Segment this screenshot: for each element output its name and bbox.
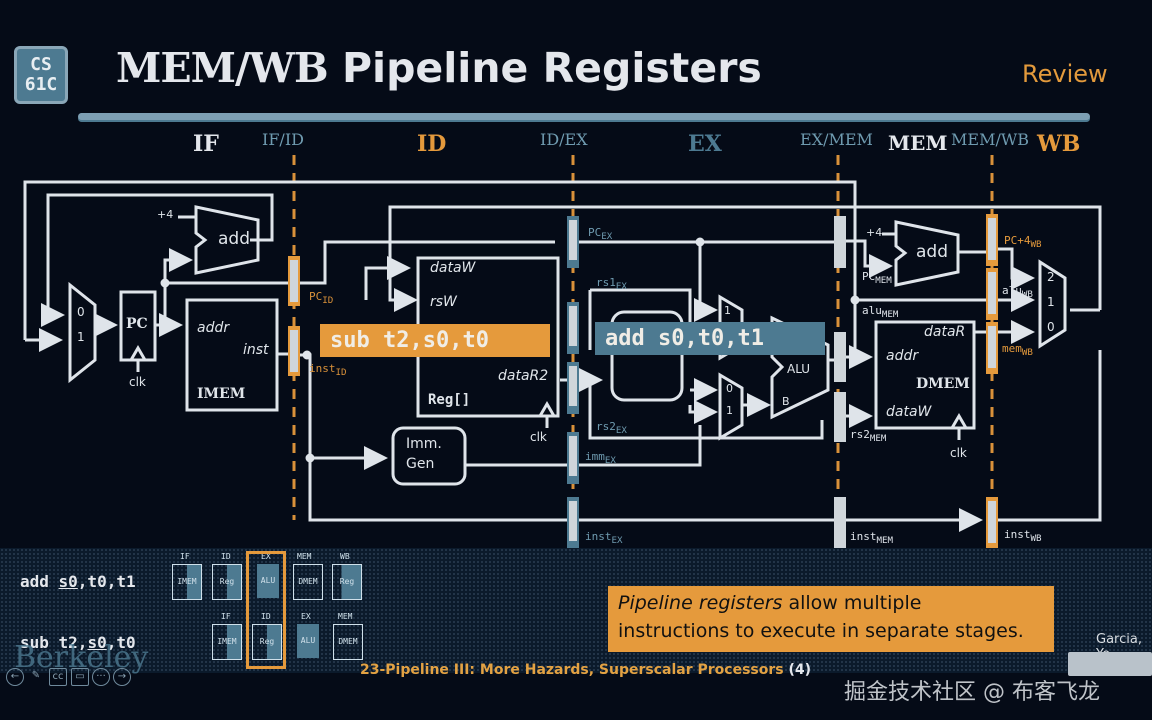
alu-b-label: B — [782, 395, 790, 408]
mem-clk-label: clk — [950, 446, 967, 460]
cs61c-logo: CS 61C — [14, 46, 68, 104]
wb-loop-wire — [388, 205, 1102, 312]
captions-icon[interactable]: cc — [49, 668, 67, 686]
dmem-addr-label: addr — [886, 348, 919, 364]
explanation-note: Pipeline registers allow multiple instru… — [608, 586, 1054, 652]
if-adder — [194, 205, 260, 275]
rs2-mem-label: rs2MEM — [850, 428, 887, 445]
pc-mem-label: PCMEM — [862, 270, 892, 287]
plreg-ex-mem: EX/MEM — [800, 130, 873, 149]
plreg-mem-wb: MEM/WB — [951, 130, 1030, 149]
ex-mem-alu-reg — [834, 332, 846, 382]
pen-icon[interactable]: ✎ — [31, 670, 41, 681]
title-rule — [78, 113, 1090, 120]
cc-license-badge — [1068, 652, 1152, 676]
rs1-ex-label: rs1EX — [596, 276, 627, 293]
wb-mux — [1038, 259, 1067, 349]
mem-add-label: add — [916, 242, 948, 262]
stage-ex: EX — [688, 131, 722, 157]
rs2-ex-label: rs2EX — [596, 420, 627, 437]
wb-mux-in2: 2 — [1047, 270, 1055, 284]
ex-mem-rs2-reg — [834, 392, 846, 442]
ex-mux-b — [718, 372, 744, 441]
dmem — [874, 320, 976, 430]
lecture-footer: 23-Pipeline III: More Hazards, Superscal… — [360, 662, 812, 678]
mem-adder — [894, 220, 960, 287]
asm-sub: sub t2,s0,t0 — [20, 633, 136, 652]
pipeline-register-bars — [288, 214, 998, 549]
ex-stage-instruction: add s0,t0,t1 — [595, 322, 825, 355]
if-clk-label: clk — [129, 375, 146, 389]
review-tag: Review — [1022, 60, 1108, 88]
ex-mem-inst-reg — [834, 497, 846, 549]
pc4-wb-label: PC+4WB — [1004, 234, 1042, 251]
if-mux-in1: 1 — [77, 330, 85, 344]
branch-loop-wire — [23, 180, 857, 340]
regfile-datar2-label: dataR2 — [498, 368, 549, 384]
plreg-if-id: IF/ID — [262, 130, 304, 149]
prev-slide-icon[interactable]: ← — [6, 668, 24, 686]
mem-wb-label: memWB — [1002, 342, 1033, 359]
watermark: 掘金技术社区 @ 布客飞龙 — [844, 680, 1100, 705]
pc-id-label: PCID — [309, 290, 334, 307]
ex-mux-b-in0: 0 — [726, 382, 733, 395]
ex-mux-b-in1: 1 — [726, 404, 733, 417]
logo-line1: CS — [30, 54, 52, 75]
imem-inst-label: inst — [243, 342, 269, 358]
dmem-datar-label: dataR — [924, 324, 966, 340]
stage-mem: MEM — [888, 131, 948, 155]
alu-wb-label: aluWB — [1002, 284, 1033, 301]
next-slide-icon[interactable]: → — [113, 668, 131, 686]
pc-ex-label: PCEX — [588, 226, 613, 243]
pc-label: PC — [126, 316, 148, 332]
dmem-dataw-label: dataW — [886, 404, 932, 420]
stage-if: IF — [193, 131, 219, 157]
dmem-label: DMEM — [916, 376, 970, 392]
title-mono: MEM/WB — [116, 44, 329, 92]
asm-add: add s0,t0,t1 — [20, 572, 136, 591]
screen-icon[interactable]: ▭ — [71, 668, 89, 686]
if-add-label: add — [218, 229, 250, 249]
alu — [770, 315, 830, 420]
pc4-loop-wire — [46, 193, 274, 315]
pc-mux — [68, 281, 97, 384]
title-rest: Pipeline Registers — [327, 44, 762, 92]
ex-mux-a-in1: 1 — [724, 304, 731, 317]
imem-label: IMEM — [197, 386, 246, 402]
logo-line2: 61C — [24, 74, 58, 95]
id-stage-instruction: sub t2,s0,t0 — [320, 324, 550, 357]
mem-plus4-label: +4 — [866, 226, 883, 239]
regfile-label: Reg[] — [428, 392, 471, 408]
if-mux-in0: 0 — [77, 305, 85, 319]
imem-addr-label: addr — [197, 320, 230, 336]
stage-wb: WB — [1037, 131, 1081, 157]
stage-id: ID — [417, 131, 447, 157]
inst-ex-label: instEX — [585, 530, 623, 547]
slide-title: MEM/WB Pipeline Registers — [116, 44, 762, 92]
if-plus4-label: +4 — [157, 208, 174, 221]
imm-ex-label: immEX — [585, 450, 616, 467]
wb-mux-in1: 1 — [1047, 295, 1055, 309]
ex-id-highlight-box — [246, 551, 286, 669]
imm-gen-line2: Gen — [406, 456, 435, 472]
imm-gen-line1: Imm. — [406, 436, 442, 452]
ex-mem-pc-reg — [834, 216, 846, 268]
plreg-id-ex: ID/EX — [540, 130, 588, 149]
inst-id-label: instID — [309, 362, 347, 379]
wb-mux-in0: 0 — [1047, 320, 1055, 334]
regfile-dataw-label: dataW — [430, 260, 476, 276]
more-options-icon[interactable]: ··· — [92, 668, 110, 686]
inst-mem-label: instMEM — [850, 530, 894, 547]
imm-gen — [391, 426, 467, 486]
alu-mem-label: aluMEM — [862, 304, 899, 321]
regfile-rsw-label: rsW — [430, 294, 457, 310]
id-clk-label: clk — [530, 430, 547, 444]
alu-label: ALU — [787, 362, 811, 376]
inst-wb-label: instWB — [1004, 528, 1042, 545]
